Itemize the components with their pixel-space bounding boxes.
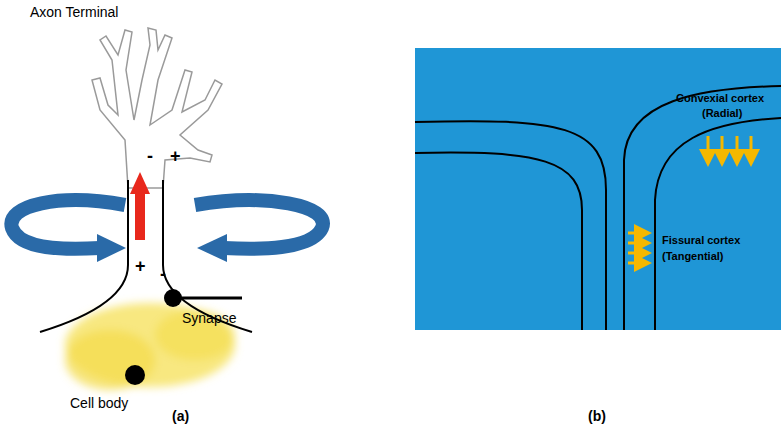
charge-sign: - xyxy=(147,146,153,167)
region-label: Convexial cortex xyxy=(676,92,764,105)
cortex-line xyxy=(415,153,582,330)
region-label: Fissural cortex xyxy=(662,234,740,247)
charge-sign: + xyxy=(135,256,146,277)
panel-label: Axon Terminal xyxy=(30,4,118,20)
cortex-line xyxy=(624,86,781,330)
part-label: Cell body xyxy=(70,395,128,411)
radial-arrows xyxy=(708,136,751,158)
charge-sign: - xyxy=(160,264,166,285)
cortex-line xyxy=(655,118,781,330)
panel-caption: (a) xyxy=(172,408,189,424)
region-label: (Tangential) xyxy=(662,250,724,263)
synapse-wire xyxy=(172,297,242,300)
current-arrowhead xyxy=(130,172,150,194)
region-label: (Radial) xyxy=(702,107,742,120)
field-arrowhead xyxy=(197,234,227,262)
dendrite-tree xyxy=(92,28,222,188)
cortex-background xyxy=(415,48,781,330)
charge-sign: + xyxy=(170,146,181,167)
part-label: Synapse xyxy=(182,310,236,326)
field-arrowhead xyxy=(97,234,126,262)
current-arrow xyxy=(135,192,145,240)
cortex-line xyxy=(415,121,606,330)
panel-caption: (b) xyxy=(588,408,606,424)
nucleus xyxy=(125,365,145,385)
synapse-knob xyxy=(164,289,182,307)
tangential-arrows xyxy=(628,233,643,263)
